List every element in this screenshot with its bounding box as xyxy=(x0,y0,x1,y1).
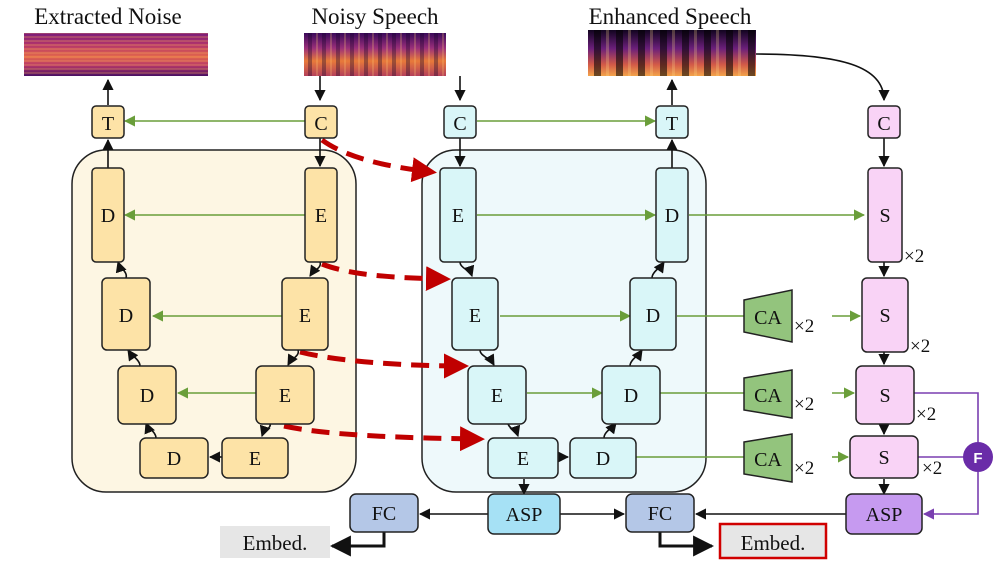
speech-decoder-4: D xyxy=(569,437,637,479)
spectrogram-enhanced-speech xyxy=(588,30,756,76)
noise-conv-block: C xyxy=(304,105,338,139)
svg-text:Embed.: Embed. xyxy=(741,531,806,555)
speaker-block-4: S xyxy=(849,435,919,479)
speech-decoder-2: D xyxy=(629,277,677,351)
noise-decoder-1: D xyxy=(91,167,125,263)
svg-text:D: D xyxy=(624,385,638,407)
noise-decoder-3: D xyxy=(117,365,177,425)
svg-text:E: E xyxy=(249,448,261,470)
speech-encoder-2: E xyxy=(451,277,499,351)
svg-text:FC: FC xyxy=(648,503,672,525)
repeat-label: ×2 xyxy=(794,458,814,479)
cross-attention-block-3: CA xyxy=(743,433,793,483)
svg-text:F: F xyxy=(973,450,982,467)
speech-encoder-1: E xyxy=(439,167,477,263)
speech-encoder-3: E xyxy=(467,365,527,425)
speech-decoder-1: D xyxy=(655,167,689,263)
repeat-label: ×2 xyxy=(794,394,814,415)
svg-text:CA: CA xyxy=(754,449,782,471)
svg-text:D: D xyxy=(665,205,679,227)
speaker-conv-block: C xyxy=(867,105,901,139)
svg-text:E: E xyxy=(452,205,464,227)
spectrogram-noisy-speech xyxy=(304,33,446,76)
svg-text:S: S xyxy=(879,305,890,327)
noise-transpose-block: T xyxy=(91,105,125,139)
noise-embedding-output: Embed. xyxy=(220,526,330,558)
svg-text:E: E xyxy=(279,385,291,407)
svg-text:ASP: ASP xyxy=(506,504,543,526)
speech-decoder-3: D xyxy=(601,365,661,425)
svg-text:C: C xyxy=(453,113,466,135)
speaker-block-2: S xyxy=(861,277,909,353)
speech-pooling-block: ASP xyxy=(487,493,561,535)
header-extracted-noise: Extracted Noise xyxy=(34,4,182,29)
svg-text:T: T xyxy=(666,113,678,135)
cross-attention-block-1: CA xyxy=(743,289,793,343)
header-noisy-speech: Noisy Speech xyxy=(311,4,439,29)
svg-text:CA: CA xyxy=(754,385,782,407)
repeat-label: ×2 xyxy=(916,404,936,425)
svg-text:Embed.: Embed. xyxy=(243,531,308,555)
svg-text:FC: FC xyxy=(372,503,396,525)
svg-text:S: S xyxy=(878,447,889,469)
speech-conv-block: C xyxy=(443,105,477,139)
svg-text:ASP: ASP xyxy=(866,504,903,526)
svg-text:E: E xyxy=(517,448,529,470)
svg-text:D: D xyxy=(101,205,115,227)
svg-text:E: E xyxy=(299,305,311,327)
fusion-node: F xyxy=(963,442,993,472)
svg-text:C: C xyxy=(877,113,890,135)
speaker-embedding-output: Embed. xyxy=(718,522,828,560)
svg-text:D: D xyxy=(119,305,133,327)
repeat-label: ×2 xyxy=(922,458,942,479)
speaker-fc-block: FC xyxy=(625,493,695,533)
noise-encoder-2: E xyxy=(281,277,329,351)
speaker-block-1: S xyxy=(867,167,903,263)
noise-encoder-4: E xyxy=(221,437,289,479)
svg-text:D: D xyxy=(167,448,181,470)
noise-decoder-4: D xyxy=(139,437,209,479)
svg-text:CA: CA xyxy=(754,307,782,329)
svg-text:E: E xyxy=(469,305,481,327)
speaker-pooling-block: ASP xyxy=(845,493,923,535)
svg-text:S: S xyxy=(879,385,890,407)
svg-text:E: E xyxy=(315,205,327,227)
svg-text:E: E xyxy=(491,385,503,407)
svg-text:D: D xyxy=(140,385,154,407)
svg-text:D: D xyxy=(646,305,660,327)
svg-text:D: D xyxy=(596,448,610,470)
repeat-label: ×2 xyxy=(904,246,924,267)
noise-encoder-1: E xyxy=(304,167,338,263)
noise-decoder-2: D xyxy=(101,277,151,351)
svg-text:S: S xyxy=(879,205,890,227)
header-enhanced-speech: Enhanced Speech xyxy=(589,4,752,29)
spectrogram-extracted-noise xyxy=(24,33,208,76)
repeat-label: ×2 xyxy=(910,336,930,357)
noise-encoder-3: E xyxy=(255,365,315,425)
speech-encoder-4: E xyxy=(487,437,559,479)
speaker-block-3: S xyxy=(855,365,915,425)
noise-fc-block: FC xyxy=(349,493,419,533)
skip-connections xyxy=(283,137,485,452)
cross-attention-block-2: CA xyxy=(743,369,793,419)
svg-text:C: C xyxy=(314,113,327,135)
repeat-label: ×2 xyxy=(794,316,814,337)
svg-text:T: T xyxy=(102,113,114,135)
speech-transpose-block: T xyxy=(655,105,689,139)
